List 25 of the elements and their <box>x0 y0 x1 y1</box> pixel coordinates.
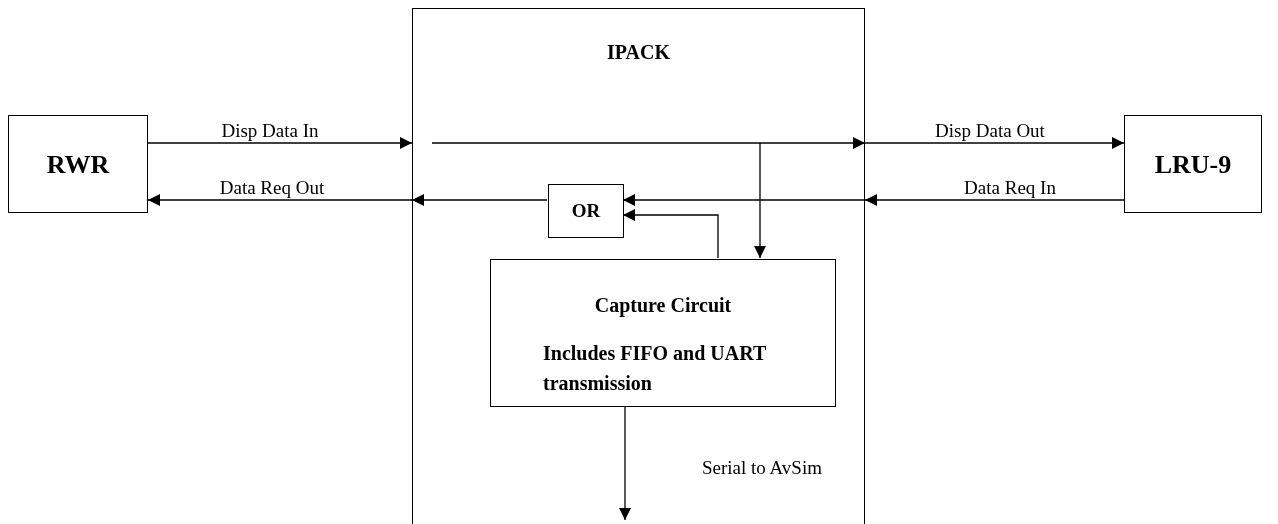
arrow <box>147 194 413 206</box>
node-description: Includes FIFO and UART transmission <box>543 341 767 396</box>
edge-label: Disp Data In <box>219 121 321 141</box>
node-title: OR <box>571 198 601 223</box>
edge-label: Data Req In <box>962 178 1058 198</box>
arrow <box>754 142 766 259</box>
edge-label: Disp Data Out <box>933 121 1047 141</box>
arrow <box>864 194 1125 206</box>
node-title: RWR <box>46 148 110 181</box>
container-box <box>412 8 865 524</box>
arrow <box>411 194 548 206</box>
arrow <box>864 137 1125 149</box>
gate-box <box>548 184 624 238</box>
edge-label: Data Req Out <box>217 178 327 198</box>
arrow <box>431 137 866 149</box>
unit-box <box>1124 115 1262 213</box>
node-title: Capture Circuit <box>594 293 732 319</box>
arrow <box>622 194 866 206</box>
arrow <box>622 209 719 259</box>
process-box <box>490 259 836 407</box>
arrow <box>147 137 413 149</box>
node-title: LRU-9 <box>1154 148 1232 181</box>
unit-box <box>8 115 148 213</box>
node-title: IPACK <box>607 40 670 65</box>
arrow <box>619 405 631 521</box>
